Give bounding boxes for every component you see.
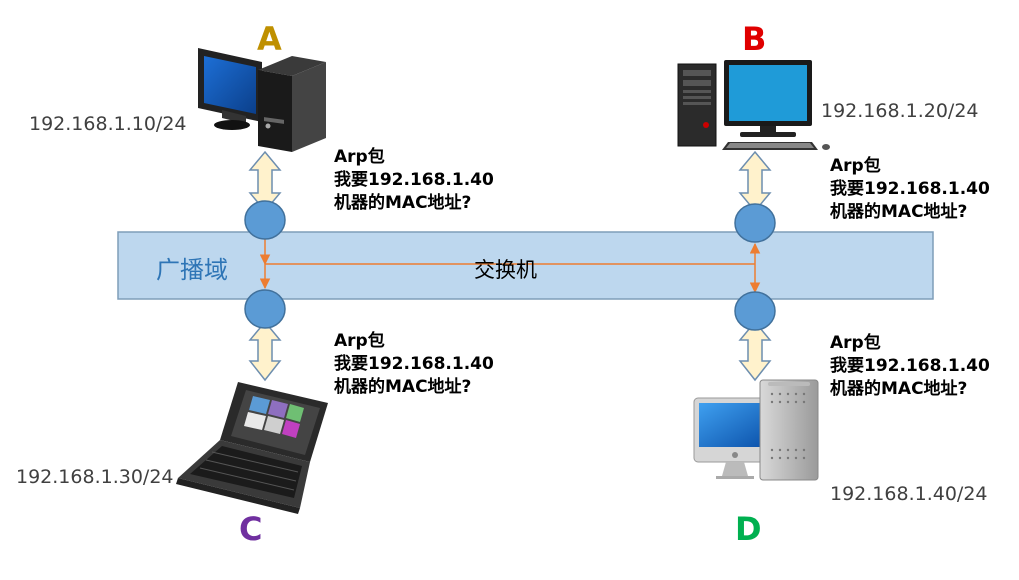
arp-note-b-line2: 我要192.168.1.40	[830, 179, 990, 199]
switch-port-a	[244, 200, 286, 240]
link-arrow-c	[248, 320, 282, 382]
node-b-letter: B	[742, 20, 767, 58]
arp-note-c: Arp包 我要192.168.1.40 机器的MAC地址?	[334, 330, 494, 399]
switch-box	[117, 231, 934, 300]
node-b-ip: 192.168.1.20/24	[821, 100, 979, 122]
arp-note-d: Arp包 我要192.168.1.40 机器的MAC地址?	[830, 332, 990, 401]
computer-c-icon	[176, 382, 328, 514]
computer-a-icon	[198, 48, 326, 152]
arp-note-a-line1: Arp包	[334, 147, 385, 167]
arp-note-b-line1: Arp包	[830, 156, 881, 176]
computer-b-icon	[677, 60, 830, 150]
node-c-letter: C	[239, 510, 263, 548]
arp-note-a: Arp包 我要192.168.1.40 机器的MAC地址?	[334, 146, 494, 215]
arp-note-c-line3: 机器的MAC地址?	[334, 377, 472, 397]
switch-port-d	[734, 291, 776, 331]
arp-note-b-line3: 机器的MAC地址?	[830, 202, 968, 222]
broadcast-flow	[259, 238, 761, 294]
broadcast-domain-label: 广播域	[156, 256, 228, 284]
node-a-ip: 192.168.1.10/24	[29, 113, 187, 135]
node-a-letter: A	[257, 20, 282, 58]
arp-note-d-line3: 机器的MAC地址?	[830, 379, 968, 399]
arp-note-d-line2: 我要192.168.1.40	[830, 356, 990, 376]
link-arrow-d	[738, 320, 772, 382]
arp-note-a-line2: 我要192.168.1.40	[334, 170, 494, 190]
node-d-letter: D	[735, 510, 762, 548]
node-c-ip: 192.168.1.30/24	[16, 466, 174, 488]
link-arrow-b	[738, 150, 772, 213]
switch-label: 交换机	[474, 258, 537, 282]
arp-note-c-line1: Arp包	[334, 331, 385, 351]
switch-port-c	[244, 289, 286, 329]
arp-note-a-line3: 机器的MAC地址?	[334, 193, 472, 213]
node-d-ip: 192.168.1.40/24	[830, 483, 988, 505]
arp-note-b: Arp包 我要192.168.1.40 机器的MAC地址?	[830, 155, 990, 224]
computer-d-icon	[693, 379, 819, 481]
switch-port-b	[734, 203, 776, 243]
arp-note-d-line1: Arp包	[830, 333, 881, 353]
arp-note-c-line2: 我要192.168.1.40	[334, 354, 494, 374]
